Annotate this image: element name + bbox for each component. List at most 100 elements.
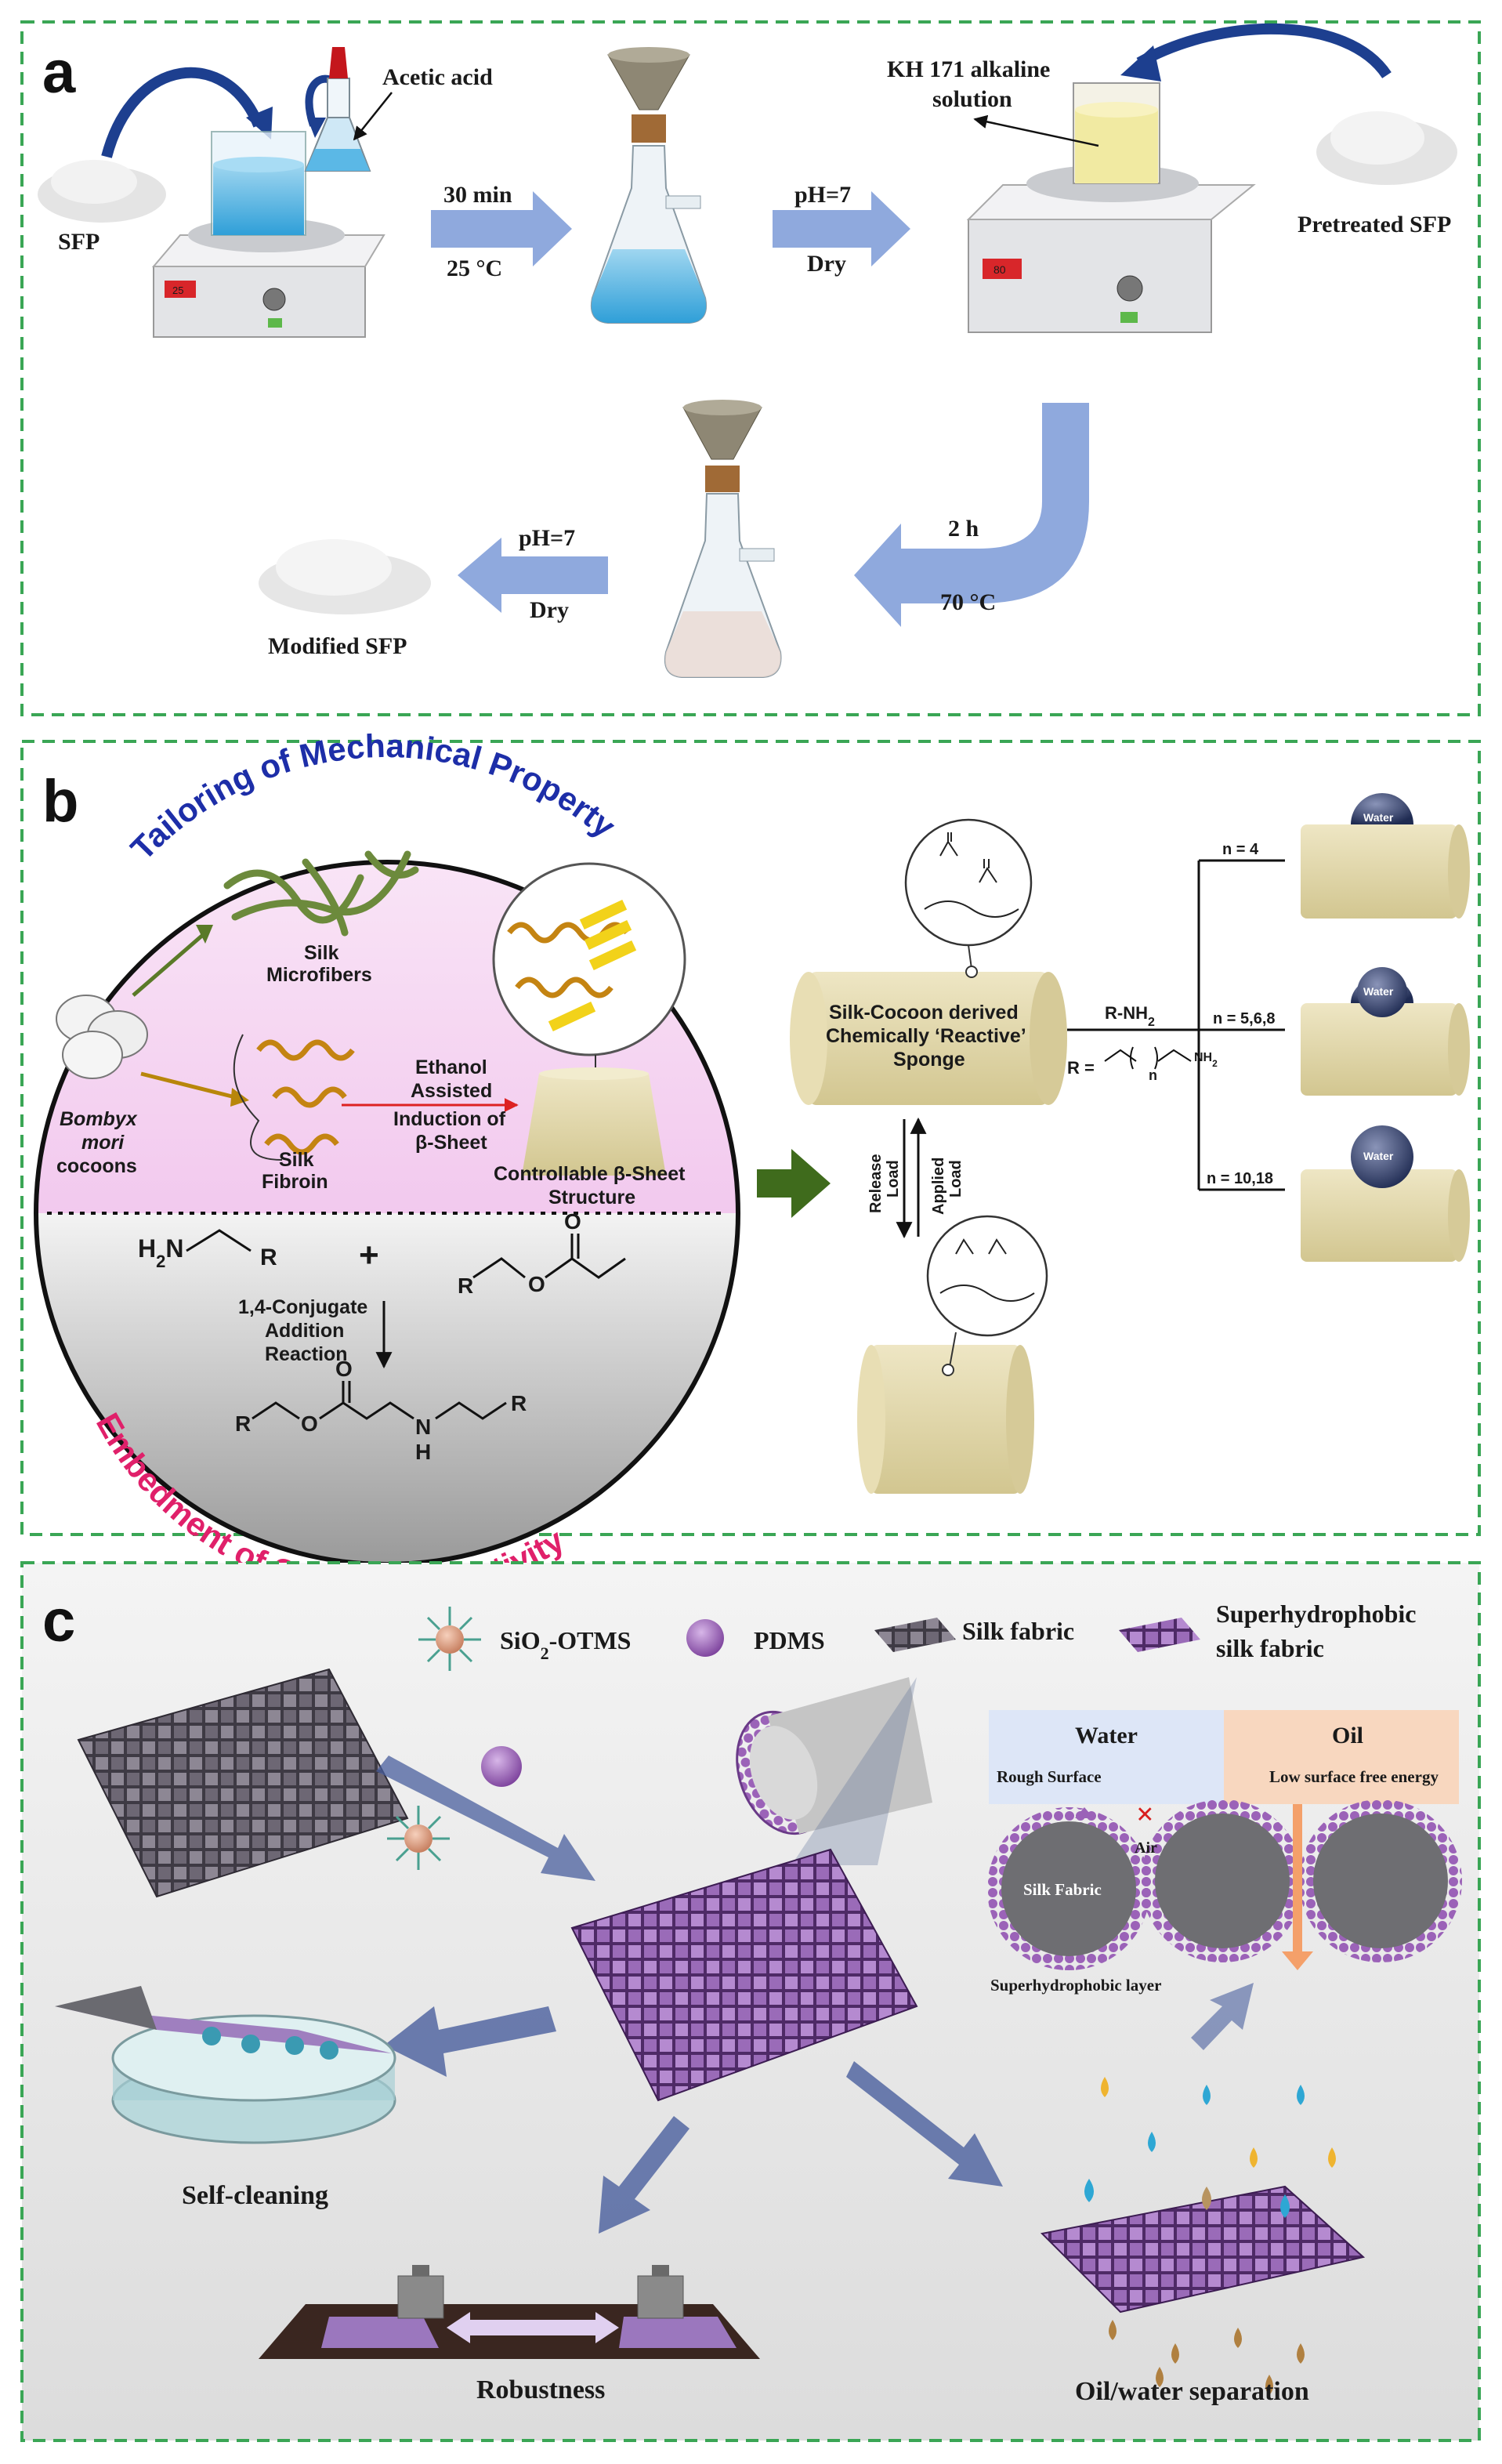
acetic-acid-label: Acetic acid bbox=[382, 64, 493, 90]
panel-a-frame bbox=[20, 20, 1481, 716]
water-label-n1018: Water bbox=[1363, 1150, 1394, 1162]
panel-b: b Tailoring of Mechanical Property Embed… bbox=[20, 727, 1481, 1607]
sio2-particle bbox=[387, 1806, 450, 1870]
bombyx-label-2: mori bbox=[81, 1132, 125, 1154]
silk-fibroin-label-2: Fibroin bbox=[262, 1171, 328, 1193]
pretreated-label: Pretreated SFP bbox=[1298, 212, 1451, 237]
compressed-sponge bbox=[857, 1215, 1048, 1494]
green-arrow bbox=[757, 1149, 831, 1218]
sponge-label-1: Silk-Cocoon derived bbox=[829, 1002, 1019, 1024]
silk-microfibers-label-2: Microfibers bbox=[266, 964, 372, 986]
ethanol-label-2: Assisted bbox=[411, 1080, 492, 1102]
self-cleaning-label: Self-cleaning bbox=[182, 2181, 328, 2210]
beaker-left bbox=[211, 131, 306, 236]
applied-label-2: Load bbox=[947, 1160, 965, 1198]
r-eq-label: R = bbox=[1067, 1058, 1095, 1078]
water-header: Water bbox=[1075, 1723, 1138, 1748]
sponge-n4: Water bbox=[1301, 793, 1470, 919]
beaker-right bbox=[1073, 82, 1160, 184]
sfp-label: SFP bbox=[58, 229, 100, 255]
svg-text:O: O bbox=[335, 1357, 353, 1381]
step3-time: 2 h bbox=[948, 516, 979, 542]
sponge-label-2: Chemically ‘Reactive’ bbox=[826, 1025, 1026, 1047]
silk-fibroin bbox=[233, 1034, 355, 1161]
legend-sio2-icon bbox=[418, 1607, 481, 1671]
svg-text:O: O bbox=[301, 1411, 318, 1436]
curved-arrow-pretreated bbox=[1136, 23, 1392, 79]
amine-r: R bbox=[260, 1245, 277, 1270]
cocoons bbox=[56, 995, 148, 1079]
panel-c-label: c bbox=[42, 1588, 75, 1654]
pdms-ball bbox=[481, 1746, 522, 1787]
step2-dry: Dry bbox=[807, 251, 846, 277]
arrow-to-self-cleaning bbox=[384, 2006, 556, 2077]
water-label-n4: Water bbox=[1363, 811, 1394, 824]
robustness-label: Robustness bbox=[476, 2375, 605, 2404]
acetic-acid-flask bbox=[304, 47, 371, 172]
arrow-step1: 30 min 25 °C bbox=[431, 182, 572, 281]
arrow-to-separation bbox=[846, 2061, 1003, 2187]
arrow-to-robustness bbox=[599, 2116, 689, 2234]
svg-text:R: R bbox=[511, 1391, 527, 1415]
arrow-step3: 2 h 70 °C bbox=[854, 403, 1089, 627]
oil-water-separation bbox=[1040, 2077, 1366, 2395]
silk-fabric bbox=[77, 1668, 409, 1898]
panel-b-frame bbox=[20, 740, 1481, 1536]
svg-text:R: R bbox=[235, 1411, 251, 1436]
filter-flask-bottom bbox=[664, 400, 782, 678]
legend-pdms-icon bbox=[686, 1619, 724, 1657]
conjugate-label-2: Addition bbox=[265, 1320, 344, 1342]
n568-label: n = 5,6,8 bbox=[1213, 1010, 1276, 1027]
arc-top-text: Tailoring of Mechanical Property bbox=[124, 727, 624, 867]
n1018-label: n = 10,18 bbox=[1207, 1170, 1273, 1187]
step3-temp: 70 °C bbox=[940, 589, 996, 615]
arrow-step2: pH=7 Dry bbox=[773, 182, 910, 277]
controllable-sponge bbox=[522, 1074, 666, 1176]
controllable-label-2: Structure bbox=[548, 1187, 635, 1208]
legend-silk-label: Silk fabric bbox=[962, 1617, 1074, 1645]
sponge-n568: Water bbox=[1301, 967, 1470, 1096]
stirrer-right-display: 80 bbox=[993, 263, 1006, 276]
legend-super-label-1: Superhydrophobic bbox=[1216, 1600, 1417, 1628]
legend-sio2-label: SiO2-OTMS bbox=[500, 1626, 631, 1663]
panel-a: a SFP 25 bbox=[20, 20, 1481, 716]
legend: SiO2-OTMS PDMS Silk fabric Superhydropho… bbox=[418, 1600, 1417, 1671]
arrow-to-modified bbox=[376, 1756, 595, 1881]
fiber-cylinder bbox=[736, 1677, 932, 1865]
step4-ph: pH=7 bbox=[519, 525, 575, 551]
legend-silk-icon bbox=[874, 1618, 956, 1652]
oil-water-label: Oil/water separation bbox=[1075, 2377, 1309, 2406]
legend-superhydrophobic-icon bbox=[1119, 1618, 1200, 1652]
ethanol-label-4: β-Sheet bbox=[415, 1132, 487, 1154]
legend-pdms-label: PDMS bbox=[754, 1626, 825, 1654]
step2-ph: pH=7 bbox=[794, 182, 851, 208]
arrow-to-schematic bbox=[1191, 1983, 1254, 2050]
ethanol-label-1: Ethanol bbox=[415, 1056, 487, 1078]
silk-fibroin-label-1: Silk bbox=[279, 1149, 314, 1171]
rnh2-label: R-NH2 bbox=[1105, 1003, 1155, 1029]
panel-a-label: a bbox=[42, 39, 76, 106]
wetting-schematic: Water Oil Rough Surface Low surface free… bbox=[987, 1710, 1462, 1995]
sponge-zoom-top bbox=[904, 818, 1033, 978]
step4-dry: Dry bbox=[530, 597, 569, 623]
acrylate-o1: O bbox=[528, 1272, 545, 1296]
kh171-line1: KH 171 alkaline bbox=[887, 56, 1050, 82]
sponge-n1018: Water bbox=[1301, 1125, 1470, 1262]
silk-fabric-label: Silk Fabric bbox=[1023, 1880, 1102, 1899]
applied-label-1: Applied bbox=[930, 1158, 947, 1215]
bombyx-label-1: Bombyx bbox=[60, 1108, 138, 1130]
conjugate-label-3: Reaction bbox=[265, 1343, 348, 1365]
controllable-label-1: Controllable β-Sheet bbox=[494, 1163, 686, 1185]
r-n-label: n bbox=[1149, 1067, 1157, 1083]
arrow-to-microfibers bbox=[132, 933, 205, 997]
release-label-1: Release bbox=[867, 1154, 885, 1213]
rough-surface-label: Rough Surface bbox=[997, 1767, 1102, 1786]
stirrer-right: 80 bbox=[966, 165, 1256, 333]
modified-label: Modified SFP bbox=[268, 633, 407, 659]
silk-microfibers-label-1: Silk bbox=[304, 942, 339, 964]
low-energy-label: Low surface free energy bbox=[1269, 1767, 1439, 1786]
air-label: Air bbox=[1135, 1839, 1157, 1857]
robustness-test bbox=[259, 2265, 760, 2359]
svg-text:H: H bbox=[415, 1440, 431, 1464]
